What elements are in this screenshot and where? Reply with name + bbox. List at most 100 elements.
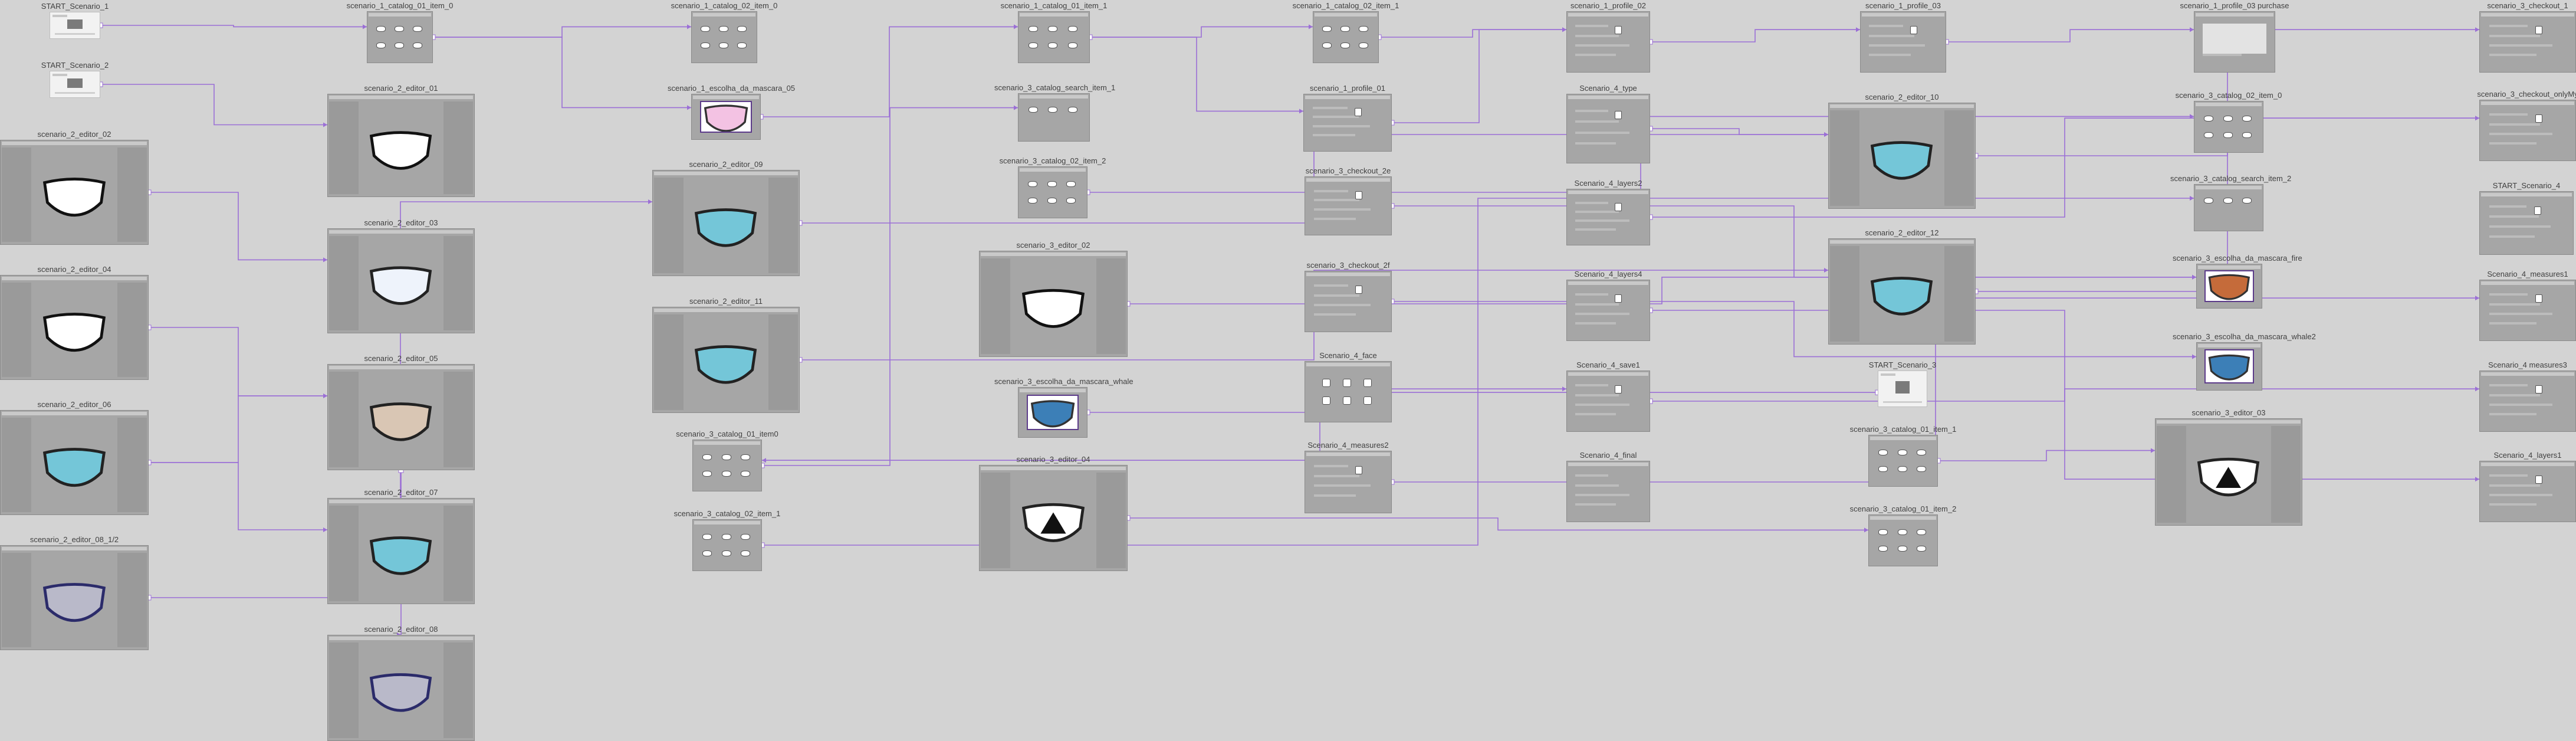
screen-node-s3-ed02[interactable]: scenario_3_editor_02: [979, 241, 1128, 357]
catalog-mask-item: [2242, 197, 2252, 204]
screen-node-s4-measures2[interactable]: Scenario_4_measures2: [1305, 441, 1392, 513]
screen-node-start-s3[interactable]: START_Scenario_3: [1869, 360, 1936, 407]
screen-node-s3-cat02-i1[interactable]: scenario_3_catalog_02_item_1: [674, 509, 780, 571]
node-title: START_Scenario_3: [1868, 360, 1937, 369]
form-icon: [2535, 476, 2542, 484]
screen-node-s1-cat01-i0[interactable]: scenario_1_catalog_01_item_0: [347, 1, 453, 63]
screen-node-s3-cat02-i2[interactable]: scenario_3_catalog_02_item_2: [1000, 156, 1106, 218]
editor-left-panel: [981, 258, 1010, 354]
screen-node-s2-ed11[interactable]: scenario_2_editor_11: [652, 297, 800, 413]
screen-node-s1-prof01[interactable]: scenario_1_profile_01: [1303, 84, 1392, 152]
screen-thumbnail: [2194, 11, 2275, 73]
node-title: scenario_3_editor_03: [2191, 408, 2266, 417]
screen-node-s1-cat02-i1[interactable]: scenario_1_catalog_02_item_1: [1293, 1, 1399, 63]
screen-node-s2-ed06[interactable]: scenario_2_editor_06: [0, 400, 149, 515]
node-title: scenario_2_editor_04: [37, 265, 111, 274]
form-line: [2489, 225, 2551, 228]
screen-node-s3-escolha-fire[interactable]: scenario_3_escolha_da_mascara_fire: [2173, 254, 2302, 309]
screen-node-s3-cat-search1[interactable]: scenario_3_catalog_search_item_1: [994, 83, 1115, 142]
screen-node-s2-start[interactable]: START_Scenario_2: [41, 61, 109, 98]
screen-node-s2-ed09[interactable]: scenario_2_editor_09: [652, 160, 800, 276]
screen-node-s2-ed12[interactable]: scenario_2_editor_12: [1828, 228, 1976, 345]
catalog-mask-item: [1917, 545, 1927, 552]
screen-node-s1-cat01-i1[interactable]: scenario_1_catalog_01_item_1: [1001, 1, 1107, 63]
screen-node-s4-measures1[interactable]: Scenario_4_measures1: [2479, 270, 2576, 341]
screen-node-s1-prof03p[interactable]: scenario_1_profile_03 purchase: [2180, 1, 2289, 73]
screen-node-s4-layers4[interactable]: Scenario_4_layers4: [1566, 270, 1650, 341]
form-line: [1869, 54, 1911, 57]
screen-thumbnail: [1878, 370, 1927, 407]
node-title: Scenario_4_measures2: [1307, 441, 1389, 450]
screen-node-s1-prof02[interactable]: scenario_1_profile_02: [1566, 1, 1650, 73]
node-title: Scenario_4_face: [1319, 351, 1377, 360]
editor-right-panel: [2271, 426, 2301, 523]
form-line: [1313, 189, 1348, 192]
connector-arrowhead: [323, 394, 327, 398]
screen-node-s2-ed04[interactable]: scenario_2_editor_04: [0, 265, 149, 380]
node-title: scenario_2_editor_09: [689, 160, 763, 169]
screen-node-s2-ed10[interactable]: scenario_2_editor_10: [1828, 93, 1976, 209]
screen-node-s3-checkout2f[interactable]: scenario_3_checkout_2f: [1305, 261, 1392, 332]
form-line: [1575, 293, 1608, 296]
editor-canvas: [366, 111, 436, 186]
screen-node-start-s4[interactable]: START_Scenario_4: [2479, 181, 2574, 255]
screen-node-s2-ed08-12[interactable]: scenario_2_editor_08_1/2: [0, 535, 149, 650]
form-line: [1312, 107, 1348, 110]
editor-right-panel: [1944, 110, 1974, 206]
catalog-mask-item: [2204, 132, 2214, 138]
catalog-mask-item: [702, 470, 712, 477]
screen-node-s2-ed05[interactable]: scenario_2_editor_05: [327, 354, 475, 470]
screen-thumbnail: [1018, 387, 1087, 438]
screen-thumbnail: [1313, 11, 1379, 63]
connector-arrowhead: [1824, 132, 1828, 137]
screen-node-s4-layers2[interactable]: Scenario_4_layers2: [1566, 179, 1650, 245]
form-line: [1575, 210, 1619, 213]
screen-node-s3-cat-search2[interactable]: scenario_3_catalog_search_item_2: [2170, 174, 2291, 231]
form-line: [1575, 494, 1630, 497]
screen-node-s3-cat01-i2[interactable]: scenario_3_catalog_01_item_2: [1850, 504, 1956, 566]
screen-node-s3-ed03[interactable]: scenario_3_editor_03: [2155, 408, 2302, 526]
screen-thumbnail: [50, 12, 100, 39]
screen-node-s3-checkout[interactable]: scenario_3_checkout_1: [2479, 1, 2576, 73]
screen-node-s1-escolha05[interactable]: scenario_1_escolha_da_mascara_05: [668, 84, 795, 140]
screen-thumbnail: [692, 519, 762, 571]
screen-node-s3-cat01-i1[interactable]: scenario_3_catalog_01_item_1: [1850, 425, 1956, 487]
catalog-mask-item: [1917, 465, 1927, 472]
screen-thumbnail: [1305, 451, 1392, 513]
connector-arrowhead: [363, 24, 367, 29]
catalog-mask-item: [1340, 26, 1351, 32]
screen-node-s3-cat01-i0[interactable]: scenario_3_catalog_01_item0: [676, 429, 778, 491]
screen-node-s3-checkout2e[interactable]: scenario_3_checkout_2e: [1305, 166, 1392, 235]
screen-node-s4-type[interactable]: Scenario_4_type: [1566, 84, 1650, 163]
editor-right-panel: [1096, 258, 1126, 354]
screen-node-s4-measures3[interactable]: Scenario_4 measures3: [2479, 360, 2576, 432]
catalog-mask-item: [741, 470, 751, 477]
screen-node-s3-cat02-i0[interactable]: scenario_3_catalog_02_item_0: [2176, 91, 2282, 153]
screen-node-s1-prof03[interactable]: scenario_1_profile_03: [1860, 1, 1946, 73]
catalog-mask-item: [1917, 529, 1927, 536]
connector-arrowhead: [1562, 386, 1566, 392]
screen-node-s2-ed03[interactable]: scenario_2_editor_03: [327, 218, 475, 333]
connector-arrowhead: [2190, 114, 2194, 119]
screen-node-s2-ed07[interactable]: scenario_2_editor_07: [327, 488, 475, 604]
screen-node-s3-escolha-whale[interactable]: scenario_3_escolha_da_mascara_whale: [994, 377, 1133, 438]
screen-node-s2-ed01[interactable]: scenario_2_editor_01: [327, 84, 475, 197]
screen-node-s1-cat02-i0[interactable]: scenario_1_catalog_02_item_0: [671, 1, 777, 63]
catalog-mask-item: [737, 42, 747, 48]
node-title: scenario_3_escolha_da_mascara_whale2: [2173, 332, 2316, 341]
screen-node-s1-start[interactable]: START_Scenario_1: [41, 2, 109, 39]
screen-node-s4-face[interactable]: Scenario_4_face: [1305, 351, 1392, 422]
screen-node-s3-escolha-whale2[interactable]: scenario_3_escolha_da_mascara_whale2: [2173, 332, 2316, 391]
flow-connector: [149, 395, 327, 463]
node-title: scenario_3_catalog_01_item_2: [1849, 504, 1957, 513]
screen-node-s3-checkout-only[interactable]: scenario_3_checkout_onlyMy: [2477, 90, 2576, 161]
editor-left-panel: [2, 553, 31, 647]
screen-node-s2-ed02[interactable]: scenario_2_editor_02: [0, 130, 149, 245]
screen-node-s3-ed04[interactable]: scenario_3_editor_04: [979, 455, 1128, 571]
screen-node-s4-layers1[interactable]: Scenario_4_layers1: [2479, 451, 2576, 522]
screen-node-s4-final[interactable]: Scenario_4_final: [1566, 451, 1650, 522]
screen-node-s2-ed08[interactable]: scenario_2_editor_08: [327, 625, 475, 741]
screen-node-s4-save1[interactable]: Scenario_4_save1: [1566, 360, 1650, 432]
flow-connector: [1650, 29, 1860, 42]
